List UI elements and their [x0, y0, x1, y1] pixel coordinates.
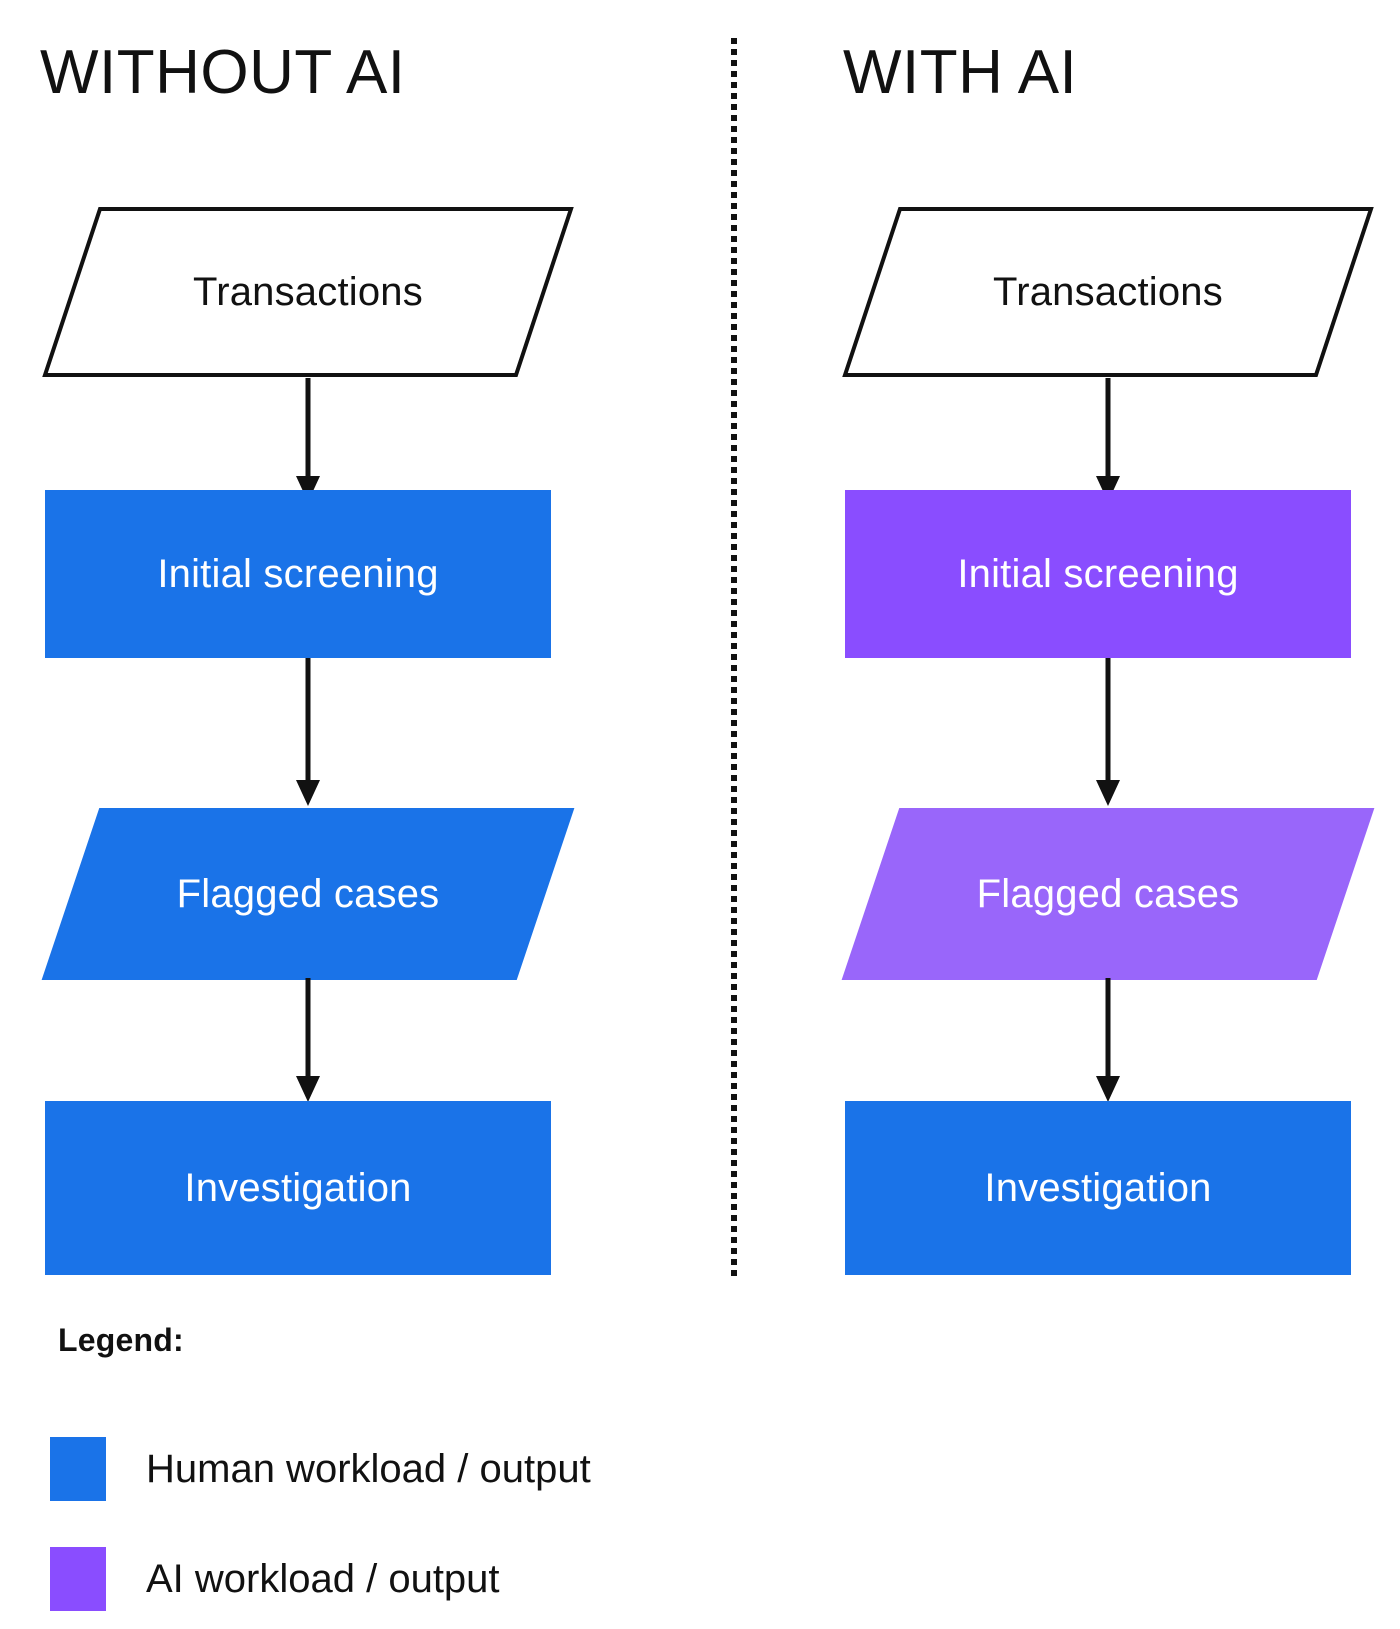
node-flagged-cases-left-shape: [41, 808, 575, 980]
arrow-flagged-to-investigation-left: [296, 978, 320, 1102]
node-flagged-cases-right[interactable]: Flagged cases: [840, 806, 1376, 982]
legend-item-ai: AI workload / output: [50, 1547, 500, 1611]
legend-item-human: Human workload / output: [50, 1437, 591, 1501]
arrow-screening-to-flagged-left: [296, 658, 320, 806]
node-investigation-left[interactable]: Investigation: [45, 1101, 551, 1275]
node-investigation-right[interactable]: Investigation: [845, 1101, 1351, 1275]
legend-swatch-human: [50, 1437, 106, 1501]
node-flagged-cases-right-shape: [841, 808, 1375, 980]
node-label: Transactions: [193, 270, 423, 314]
node-label: Flagged cases: [976, 872, 1240, 916]
arrow-flagged-to-investigation-right: [1096, 978, 1120, 1102]
node-initial-screening-right[interactable]: Initial screening: [845, 490, 1351, 658]
node-label: Transactions: [993, 270, 1223, 314]
arrow-screening-to-flagged-right: [1096, 658, 1120, 806]
vertical-dotted-divider: [731, 38, 737, 1276]
column-title-with-ai: WITH AI: [843, 38, 1078, 107]
legend-label-ai: AI workload / output: [146, 1557, 500, 1601]
node-label: Investigation: [984, 1166, 1212, 1210]
node-initial-screening-left[interactable]: Initial screening: [45, 490, 551, 658]
legend-label-human: Human workload / output: [146, 1447, 591, 1491]
node-label: Initial screening: [957, 552, 1239, 596]
node-transactions-right-shape: [842, 207, 1374, 377]
node-label: Flagged cases: [176, 872, 440, 916]
arrow-transactions-to-screening-right: [1096, 378, 1120, 502]
node-flagged-cases-left[interactable]: Flagged cases: [40, 806, 576, 982]
node-transactions-left[interactable]: Transactions: [40, 204, 576, 380]
node-label: Investigation: [184, 1166, 412, 1210]
node-transactions-right[interactable]: Transactions: [840, 204, 1376, 380]
legend-swatch-ai: [50, 1547, 106, 1611]
column-title-without-ai: WITHOUT AI: [40, 38, 406, 107]
node-label: Initial screening: [157, 552, 439, 596]
arrow-transactions-to-screening-left: [296, 378, 320, 502]
node-transactions-left-shape: [42, 207, 574, 377]
legend-title: Legend:: [58, 1322, 184, 1358]
